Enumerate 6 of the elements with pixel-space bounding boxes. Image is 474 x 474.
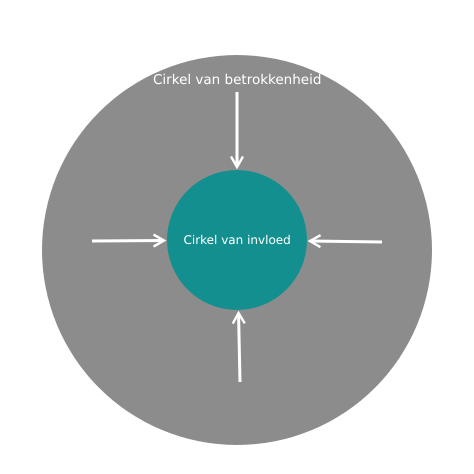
circle-label: Cirkel van invloed: [184, 233, 291, 247]
arrow: [232, 312, 246, 382]
circle-title: Cirkel van betrokkenheid: [153, 72, 322, 88]
arrow: [308, 234, 382, 248]
arrow: [92, 233, 166, 248]
arrow: [230, 92, 244, 168]
